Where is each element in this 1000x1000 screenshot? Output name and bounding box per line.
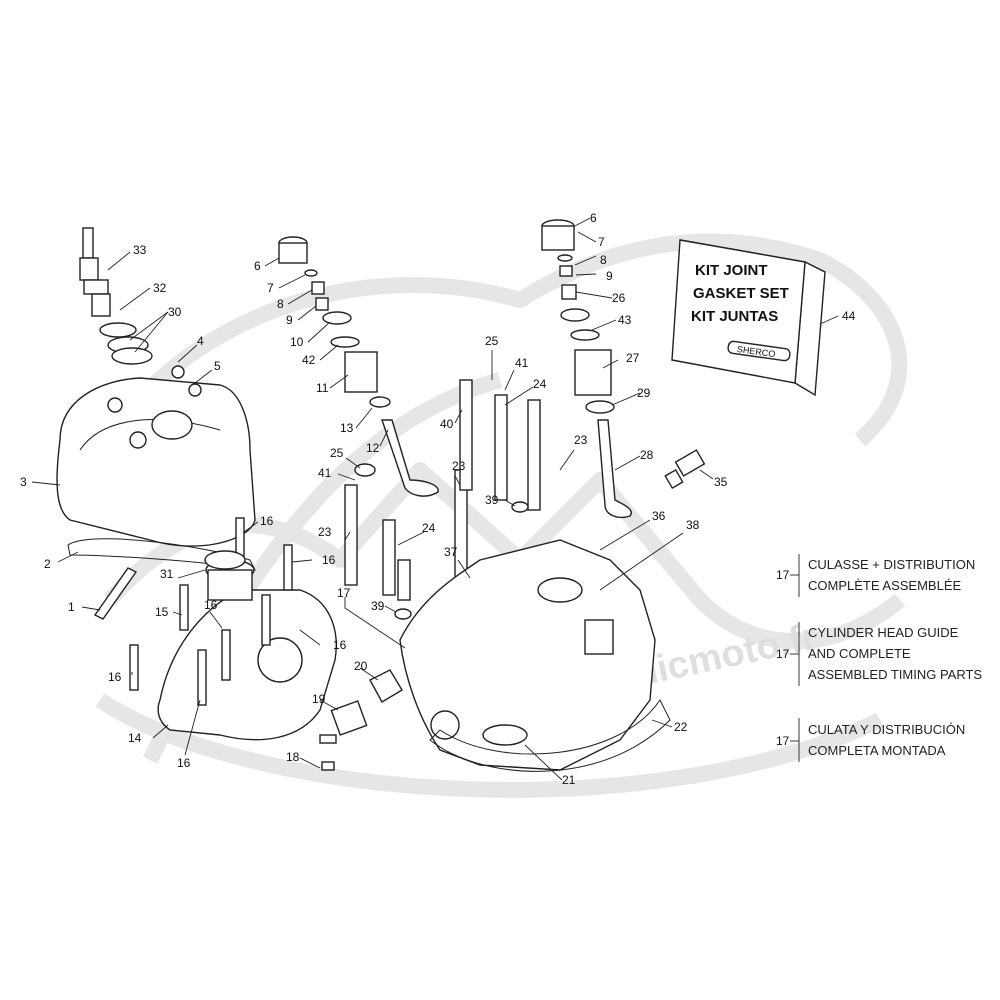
callout-26: 26 xyxy=(612,291,626,305)
callout-30: 30 xyxy=(168,305,182,319)
callout-23-a: 23 xyxy=(318,525,332,539)
callout-5: 5 xyxy=(214,359,221,373)
callout-20: 20 xyxy=(354,659,368,673)
cover-gasket xyxy=(67,538,256,571)
studs xyxy=(344,379,541,620)
callout-13: 13 xyxy=(340,421,354,435)
callout-37: 37 xyxy=(444,545,458,559)
legend-en-line2: AND COMPLETE xyxy=(808,646,911,661)
bolts xyxy=(129,517,293,706)
callout-16-b: 16 xyxy=(322,553,336,567)
callout-41-a: 41 xyxy=(515,356,529,370)
callout-15: 15 xyxy=(155,605,169,619)
callout-41-b: 41 xyxy=(318,466,332,480)
callout-8-right: 8 xyxy=(600,253,607,267)
callout-10: 10 xyxy=(290,335,304,349)
callout-16-a: 16 xyxy=(260,514,274,528)
callout-40: 40 xyxy=(440,417,454,431)
callout-44: 44 xyxy=(842,309,856,323)
legend-ref-en: 17 xyxy=(776,647,790,661)
head-gasket xyxy=(429,699,671,772)
callout-4: 4 xyxy=(197,334,204,348)
legend-es-line1: CULATA Y DISTRIBUCIÓN xyxy=(808,722,965,737)
callout-6-right: 6 xyxy=(590,211,597,225)
leader-lines xyxy=(31,217,839,781)
legend-es-line2: COMPLETA MONTADA xyxy=(808,743,946,758)
callout-16-d: 16 xyxy=(333,638,347,652)
spark-plug xyxy=(79,227,111,317)
legend-ref-fr: 17 xyxy=(776,568,790,582)
temperature-sensor xyxy=(664,449,706,490)
chain-tensioner xyxy=(319,669,403,771)
legend: 17 CULASSE + DISTRIBUTION COMPLÈTE ASSEM… xyxy=(776,554,982,762)
callout-11: 11 xyxy=(316,381,329,395)
callout-labels: 1 2 3 4 5 6 6 7 7 8 8 9 9 10 11 12 13 14… xyxy=(20,211,856,787)
callout-36: 36 xyxy=(652,509,666,523)
callout-16-f: 16 xyxy=(177,756,191,770)
callout-14: 14 xyxy=(128,731,142,745)
callout-21: 21 xyxy=(562,773,576,787)
callout-42: 42 xyxy=(302,353,316,367)
kit-label-line1: KIT JOINT xyxy=(695,262,768,279)
callout-32: 32 xyxy=(153,281,167,295)
cylinder-head xyxy=(399,539,656,771)
callout-18: 18 xyxy=(286,750,300,764)
plate xyxy=(93,567,138,620)
callout-23-c: 23 xyxy=(574,433,588,447)
callout-2: 2 xyxy=(44,557,51,571)
callout-43: 43 xyxy=(618,313,632,327)
callout-7-left: 7 xyxy=(267,281,274,295)
valve-cover xyxy=(56,365,256,547)
intake-boot xyxy=(204,550,246,570)
callout-38: 38 xyxy=(686,518,700,532)
legend-ref-es: 17 xyxy=(776,734,790,748)
valve-assembly-left xyxy=(278,236,439,497)
callout-16-c: 16 xyxy=(204,598,218,612)
callout-25-a: 25 xyxy=(330,446,344,460)
callout-27: 27 xyxy=(626,351,640,365)
callout-39-a: 39 xyxy=(485,493,499,507)
callout-35: 35 xyxy=(714,475,728,489)
callout-31: 31 xyxy=(160,567,174,581)
callout-39-b: 39 xyxy=(371,599,385,613)
gasket-kit-box: KIT JOINT GASKET SET KIT JUNTAS SHERCO xyxy=(671,239,826,397)
callout-7-right: 7 xyxy=(598,235,605,249)
valve-assembly-right xyxy=(541,219,632,519)
callout-12: 12 xyxy=(366,441,380,455)
callout-24-b: 24 xyxy=(533,377,547,391)
callout-9-right: 9 xyxy=(606,269,613,283)
legend-en-line3: ASSEMBLED TIMING PARTS xyxy=(808,667,982,682)
callout-3: 3 xyxy=(20,475,27,489)
callout-16-e: 16 xyxy=(108,670,122,684)
callout-22: 22 xyxy=(674,720,688,734)
kit-label-line2: GASKET SET xyxy=(693,285,789,302)
callout-1: 1 xyxy=(68,600,75,614)
callout-9-left: 9 xyxy=(286,313,293,327)
callout-29: 29 xyxy=(637,386,651,400)
legend-fr-line2: COMPLÈTE ASSEMBLÉE xyxy=(808,578,961,593)
kit-label-line3: KIT JUNTAS xyxy=(691,308,778,325)
callout-8-left: 8 xyxy=(277,297,284,311)
callout-25-b: 25 xyxy=(485,334,499,348)
callout-28: 28 xyxy=(640,448,654,462)
callout-24-a: 24 xyxy=(422,521,436,535)
callout-33: 33 xyxy=(133,243,147,257)
callout-17: 17 xyxy=(337,586,351,600)
legend-en-line1: CYLINDER HEAD GUIDE xyxy=(808,625,959,640)
callout-23-b: 23 xyxy=(452,459,466,473)
legend-fr-line1: CULASSE + DISTRIBUTION xyxy=(808,557,975,572)
callout-19: 19 xyxy=(312,692,326,706)
callout-6-left: 6 xyxy=(254,259,261,273)
